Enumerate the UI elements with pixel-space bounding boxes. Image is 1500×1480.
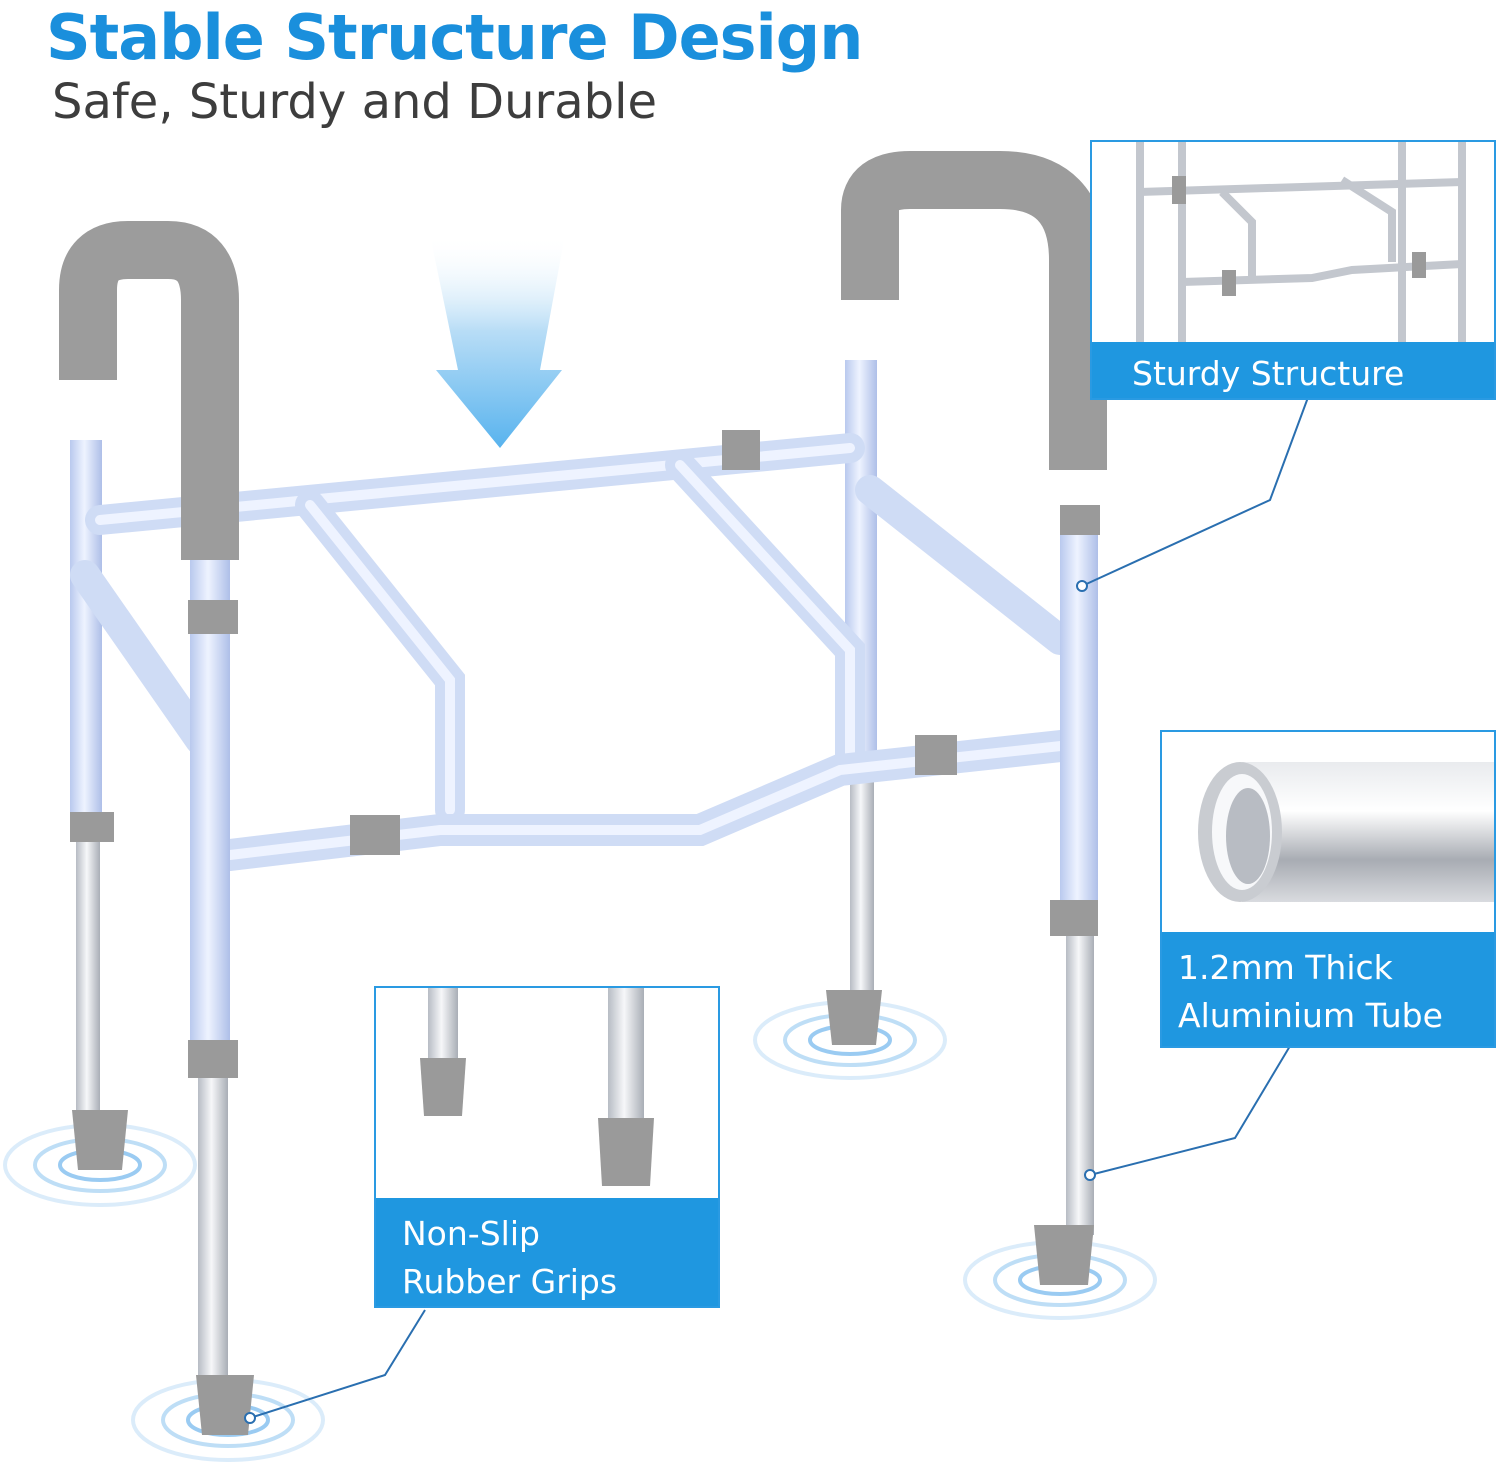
sturdy-structure-callout: Sturdy Structure bbox=[1090, 140, 1496, 400]
tube-label-line1: 1.2mm Thick bbox=[1178, 948, 1393, 987]
rail-clips bbox=[350, 430, 957, 855]
aluminium-tube-callout: 1.2mm Thick Aluminium Tube bbox=[1160, 730, 1496, 1048]
leader-lines bbox=[244, 391, 1311, 1424]
tube-label-line2: Aluminium Tube bbox=[1178, 996, 1443, 1035]
page-subtitle: Safe, Sturdy and Durable bbox=[52, 74, 657, 130]
down-arrow-icon bbox=[430, 235, 565, 448]
armrests bbox=[59, 151, 1107, 560]
structure-closeup bbox=[1136, 142, 1466, 342]
sturdy-structure-label: Sturdy Structure bbox=[1092, 342, 1494, 398]
rubber-grips-callout: Non-Slip Rubber Grips bbox=[374, 986, 720, 1308]
grips-label-line1: Non-Slip bbox=[402, 1214, 540, 1253]
grips-label-line2: Rubber Grips bbox=[402, 1262, 618, 1301]
grips-closeup bbox=[420, 988, 654, 1186]
tube-closeup bbox=[1198, 762, 1494, 902]
page-title: Stable Structure Design bbox=[46, 1, 863, 74]
